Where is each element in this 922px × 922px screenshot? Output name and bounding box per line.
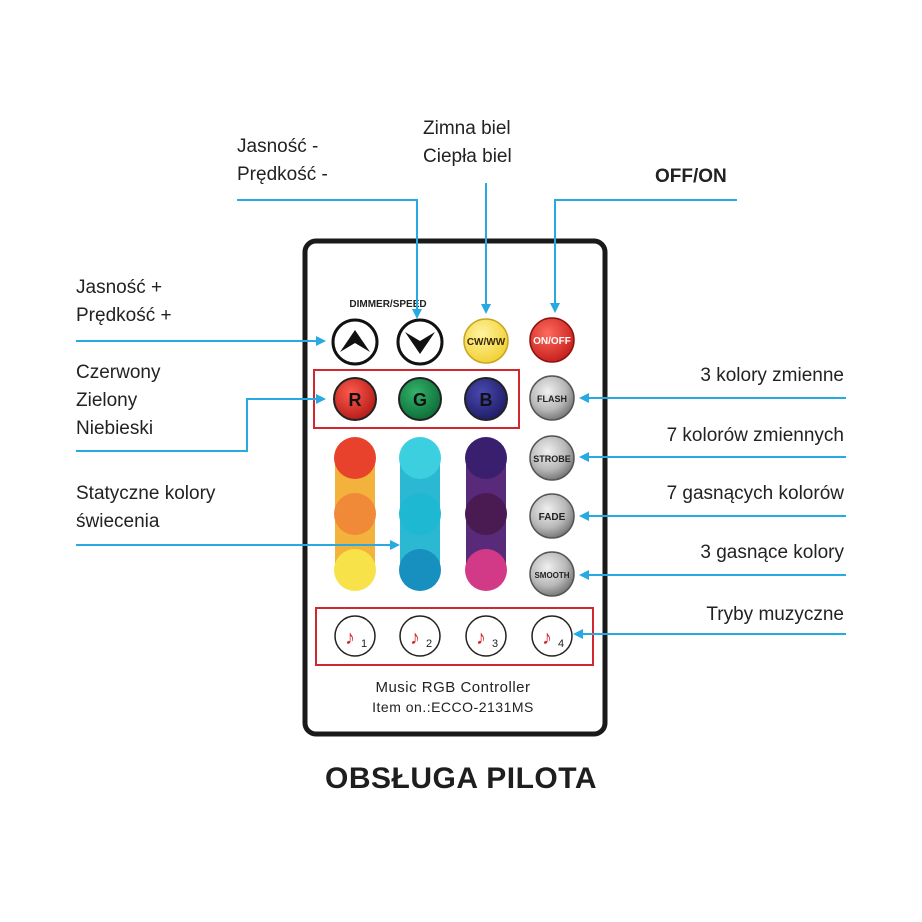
- brightness-down-button[interactable]: [396, 318, 444, 366]
- color-button-light-cyan[interactable]: [399, 437, 441, 479]
- color-button-plum[interactable]: [465, 493, 507, 535]
- model-line-2: Item on.:ECCO-2131MS: [372, 699, 534, 715]
- svg-text:G: G: [413, 390, 427, 410]
- music-note-icon: ♪: [476, 627, 486, 649]
- color-button-indigo[interactable]: [465, 437, 507, 479]
- svg-text:CW/WW: CW/WW: [467, 337, 506, 348]
- music-frame: [315, 607, 594, 666]
- color-button-yellow[interactable]: [334, 549, 376, 591]
- page-title: OBSŁUGA PILOTA: [325, 762, 597, 795]
- strobe-button[interactable]: STROBE: [529, 435, 575, 481]
- model-line-1: Music RGB Controller: [375, 679, 530, 696]
- cw-ww-button[interactable]: CW/WW: [463, 318, 509, 364]
- music-note-icon: ♪: [345, 627, 355, 649]
- svg-text:FLASH: FLASH: [537, 394, 567, 404]
- static-color-column-cyan: [399, 437, 441, 591]
- red-button[interactable]: R: [333, 377, 377, 421]
- color-button-deep-cyan[interactable]: [399, 549, 441, 591]
- svg-text:R: R: [349, 390, 362, 410]
- arrow-brightness-down: [237, 199, 422, 319]
- arrow-off-on: [550, 199, 737, 313]
- blue-button[interactable]: B: [464, 377, 508, 421]
- music-button-4[interactable]: ♪ 4: [531, 615, 573, 657]
- svg-text:ON/OFF: ON/OFF: [533, 336, 571, 347]
- static-color-column-purple: [465, 437, 507, 591]
- label-white: Zimna biel Ciepła biel: [423, 118, 512, 167]
- music-note-icon: ♪: [410, 627, 420, 649]
- green-button[interactable]: G: [398, 377, 442, 421]
- label-static: Statyczne kolory świecenia: [76, 483, 216, 532]
- dimmer-speed-label: DIMMER/SPEED: [349, 299, 426, 310]
- remote-body: [302, 238, 608, 737]
- color-button-orange[interactable]: [334, 493, 376, 535]
- label-smooth: 3 gasnące kolory: [700, 542, 844, 563]
- music-button-2[interactable]: ♪ 2: [399, 615, 441, 657]
- color-button-pink[interactable]: [465, 549, 507, 591]
- flash-button[interactable]: FLASH: [529, 375, 575, 421]
- svg-text:STROBE: STROBE: [533, 454, 571, 464]
- music-note-icon: ♪: [542, 627, 552, 649]
- chevron-down-icon: [405, 332, 435, 354]
- arrow-rgb: [76, 394, 326, 452]
- on-off-button[interactable]: ON/OFF: [529, 317, 575, 363]
- label-rgb: Czerwony Zielony Niebieski: [76, 362, 161, 439]
- static-color-column-warm: [334, 437, 376, 591]
- label-flash: 3 kolory zmienne: [700, 365, 844, 386]
- svg-text:B: B: [480, 390, 493, 410]
- svg-text:4: 4: [558, 638, 564, 650]
- label-off-on: OFF/ON: [655, 166, 727, 187]
- music-button-3[interactable]: ♪ 3: [465, 615, 507, 657]
- brightness-up-button[interactable]: [331, 318, 379, 366]
- label-strobe: 7 kolorów zmiennych: [666, 425, 844, 446]
- chevron-up-icon: [340, 330, 370, 352]
- smooth-button[interactable]: SMOOTH: [529, 551, 575, 597]
- label-brightness-down: Jasność - Prędkość -: [237, 136, 328, 185]
- svg-text:2: 2: [426, 638, 432, 650]
- svg-text:FADE: FADE: [539, 512, 566, 523]
- svg-text:SMOOTH: SMOOTH: [534, 571, 569, 580]
- label-brightness-up: Jasność + Prędkość +: [76, 277, 172, 326]
- svg-text:3: 3: [492, 638, 498, 650]
- svg-text:1: 1: [361, 638, 367, 650]
- fade-button[interactable]: FADE: [529, 493, 575, 539]
- music-button-1[interactable]: ♪ 1: [334, 615, 376, 657]
- label-music: Tryby muzyczne: [706, 604, 844, 625]
- label-fade: 7 gasnących kolorów: [666, 483, 844, 504]
- color-button-red[interactable]: [334, 437, 376, 479]
- color-button-cyan[interactable]: [399, 493, 441, 535]
